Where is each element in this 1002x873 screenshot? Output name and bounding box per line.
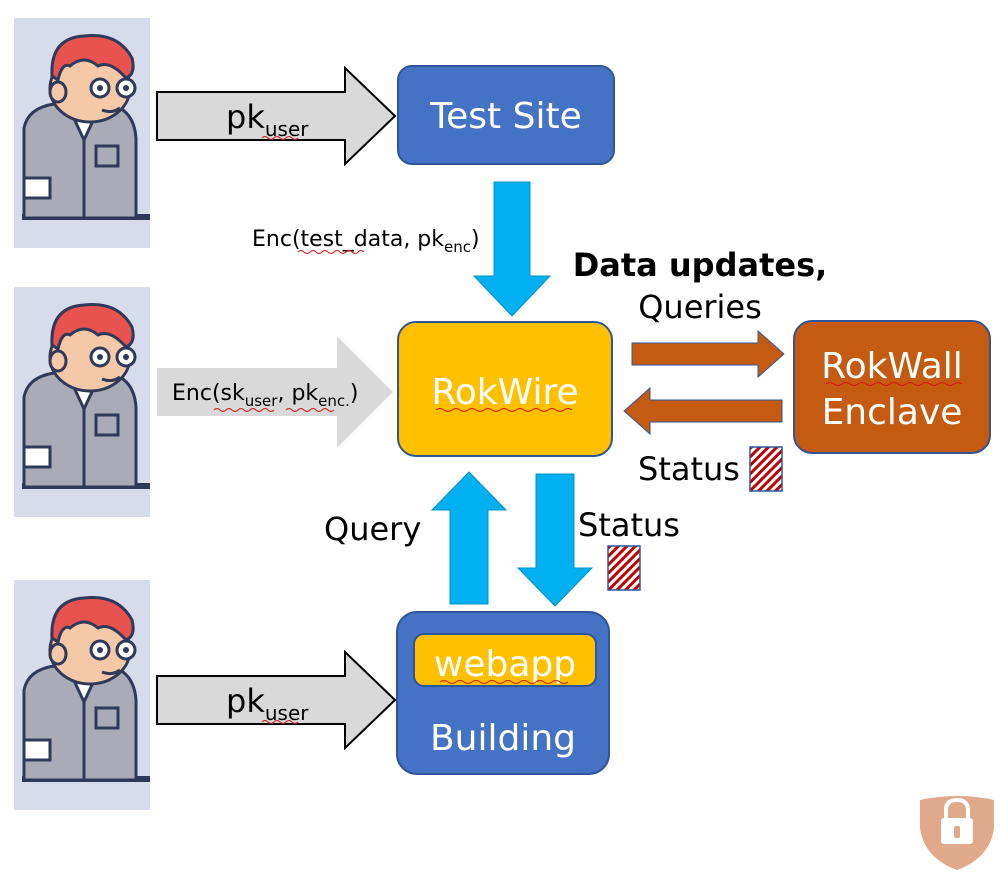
queries-label: Queries (638, 288, 762, 326)
rokwire-label: RokWire (431, 372, 578, 413)
test-site-label: Test Site (429, 96, 581, 137)
arrow-testsite-to-rokwire (472, 181, 552, 317)
shield-lock-icon (920, 796, 994, 870)
arrow-user2-to-rokwire (157, 336, 393, 448)
status-building-label: Status (578, 506, 680, 544)
arrow-rokwire-to-building (516, 473, 594, 607)
query-label: Query (324, 510, 421, 548)
arrow-rokwire-to-enclave (631, 329, 785, 379)
arrow-user3-to-building (156, 649, 397, 751)
arrow-enclave-to-rokwire (623, 386, 783, 436)
arrow-user1-to-testsite (156, 65, 397, 167)
rokwire-node (397, 321, 613, 457)
test-site-node (397, 65, 615, 165)
rokwall-label: RokWall (821, 346, 963, 387)
user-avatar-icon (14, 287, 150, 517)
status-enclave-label: Status (638, 450, 740, 488)
rokwall-enclave-node (793, 320, 991, 454)
user3-edge-label: pkuser (226, 682, 309, 725)
status-building-marker (607, 545, 641, 591)
webapp-node (413, 633, 597, 687)
enclave-label: Enclave (822, 392, 963, 433)
webapp-label: webapp (434, 644, 576, 685)
user-avatar-icon (14, 580, 150, 810)
building-label: Building (430, 718, 576, 759)
arrow-building-to-rokwire (430, 471, 508, 605)
user2-edge-label: Enc(skuser, pkenc.) (172, 381, 359, 410)
status-enclave-marker (749, 446, 783, 492)
user-avatar-icon (14, 18, 150, 248)
data-updates-label: Data updates, (573, 246, 828, 284)
testsite-edge-label: Enc(test_data, pkenc) (252, 227, 480, 256)
